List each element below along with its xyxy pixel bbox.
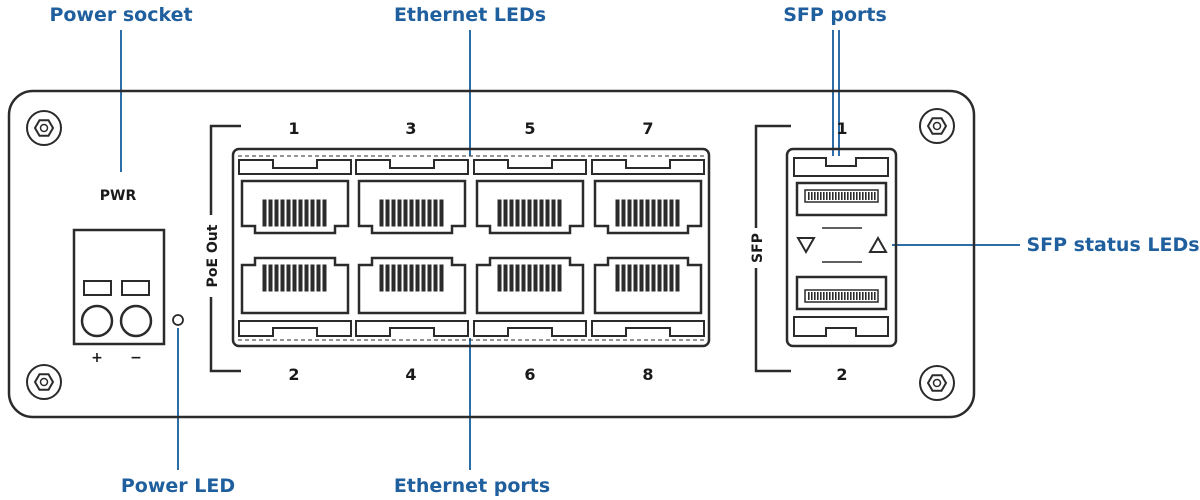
ethernet-contact-pins xyxy=(379,264,444,292)
ethernet-contact-pins xyxy=(497,264,562,292)
port-number-bottom: 4 xyxy=(405,365,416,384)
ethernet-jack xyxy=(475,256,585,315)
power-minus-label: − xyxy=(130,350,142,366)
ethernet-port xyxy=(238,256,352,337)
screw-bottom-right xyxy=(919,365,955,401)
ethernet-jack xyxy=(593,256,703,315)
ethernet-port xyxy=(355,159,469,235)
sfp-number-top: 1 xyxy=(836,119,847,138)
sfp-label: SFP xyxy=(750,233,766,263)
sfp-port-2-connector xyxy=(804,289,879,303)
callout-leader-lines xyxy=(120,30,1020,470)
ethernet-port xyxy=(238,159,352,235)
port-number-bottom: 8 xyxy=(642,365,653,384)
callout-sfp-status-leds: SFP status LEDs xyxy=(1026,234,1199,256)
ethernet-port xyxy=(591,256,705,337)
ethernet-port xyxy=(473,159,587,235)
port-number-bottom: 2 xyxy=(288,365,299,384)
port-number-top: 5 xyxy=(524,119,535,138)
ethernet-jack xyxy=(593,179,703,235)
sfp-port-1-connector xyxy=(804,189,879,203)
ethernet-port-led-tabs xyxy=(355,320,469,337)
port-number-top: 3 xyxy=(405,119,416,138)
ethernet-jack xyxy=(240,179,350,235)
pwr-label: PWR xyxy=(100,188,137,204)
port-number-top: 1 xyxy=(288,119,299,138)
ethernet-port-led-tabs xyxy=(473,320,587,337)
callout-ethernet-leds: Ethernet LEDs xyxy=(394,4,546,26)
port-number-top: 7 xyxy=(642,119,653,138)
ethernet-contact-pins xyxy=(262,264,327,292)
ethernet-port-led-tabs xyxy=(473,159,587,175)
ethernet-jack xyxy=(240,256,350,315)
ethernet-block-frame xyxy=(231,147,711,348)
ethernet-port-led-tabs xyxy=(238,159,352,175)
ethernet-contact-pins xyxy=(379,199,444,227)
callout-power-led: Power LED xyxy=(121,475,235,497)
power-led xyxy=(172,314,184,326)
sfp-cage-frame xyxy=(785,147,898,348)
sfp-bracket xyxy=(754,124,791,373)
ethernet-port xyxy=(355,256,469,337)
ethernet-port-led-tabs xyxy=(591,320,705,337)
screw-top-right xyxy=(919,108,955,144)
sfp-port-2-latch xyxy=(793,316,889,337)
poe-bracket xyxy=(209,124,241,373)
ethernet-port xyxy=(591,159,705,235)
screw-top-left xyxy=(26,110,62,146)
screw-bottom-left xyxy=(26,364,62,400)
sfp-port-2 xyxy=(795,275,888,311)
power-plus-label: + xyxy=(91,350,103,366)
sfp-status-led-2 xyxy=(868,235,888,253)
ethernet-contact-pins xyxy=(615,199,680,227)
poe-out-label: PoE Out xyxy=(205,224,221,287)
ethernet-jack xyxy=(357,256,467,315)
sfp-port-1 xyxy=(795,181,888,217)
sfp-port-1-latch xyxy=(793,157,889,177)
ethernet-jack xyxy=(475,179,585,235)
ethernet-port-block xyxy=(231,147,711,348)
sfp-port-2-contacts xyxy=(808,292,876,300)
ethernet-contact-pins xyxy=(615,264,680,292)
ethernet-port-led-tabs xyxy=(355,159,469,175)
device-chassis xyxy=(7,89,976,419)
sfp-port-1-contacts xyxy=(808,192,876,200)
ethernet-port xyxy=(473,256,587,337)
sfp-status-led-1 xyxy=(796,237,816,255)
ethernet-port-led-tabs xyxy=(591,159,705,175)
callout-sfp-ports: SFP ports xyxy=(783,4,887,26)
power-socket xyxy=(72,228,166,346)
ethernet-jack xyxy=(357,179,467,235)
callout-power-socket: Power socket xyxy=(49,4,192,26)
ethernet-contact-pins xyxy=(262,199,327,227)
port-number-bottom: 6 xyxy=(524,365,535,384)
ethernet-contact-pins xyxy=(497,199,562,227)
sfp-cage xyxy=(785,147,898,348)
callout-ethernet-ports: Ethernet ports xyxy=(394,475,550,497)
sfp-number-bottom: 2 xyxy=(836,365,847,384)
ethernet-port-led-tabs xyxy=(238,320,352,337)
